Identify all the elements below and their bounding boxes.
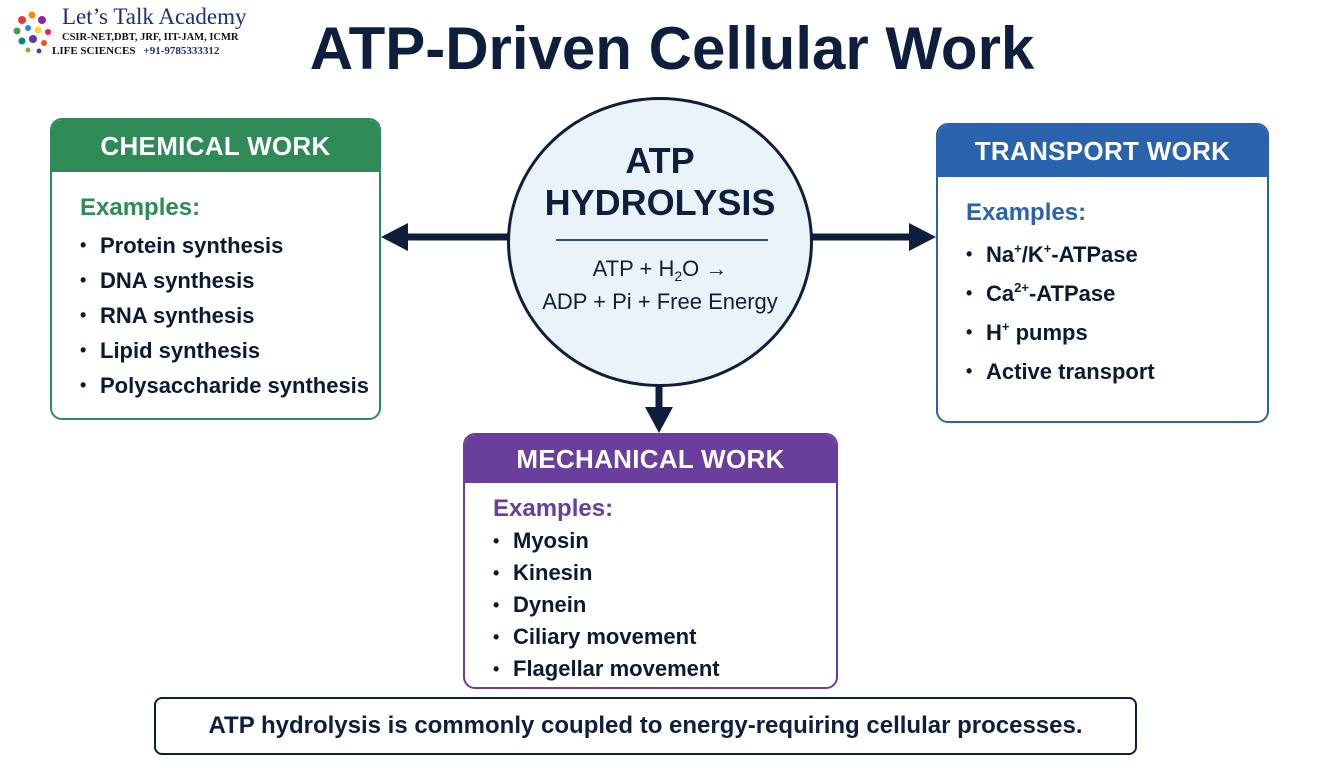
chemical-examples-label: Examples: — [80, 194, 201, 221]
logo-phone: +91-9785333312 — [143, 45, 220, 57]
circle-divider — [556, 239, 768, 241]
arrow-to-mechanical — [645, 384, 673, 433]
item-superscript: + — [1014, 241, 1022, 256]
mechanical-examples-label: Examples: — [493, 495, 614, 522]
circle-title-line2: HYDROLYSIS — [544, 182, 776, 223]
mechanical-work-card: MECHANICAL WORK Examples: Myosin Kinesin… — [463, 433, 838, 689]
list-item: DNA synthesis — [74, 263, 379, 298]
equation-reactants: ATP + H — [592, 256, 675, 281]
transport-work-card: TRANSPORT WORK Examples: Na+/K+-ATPase C… — [936, 123, 1269, 423]
chemical-work-header: CHEMICAL WORK — [52, 120, 379, 172]
item-superscript: + — [1001, 319, 1010, 334]
item-text: /K — [1021, 242, 1044, 267]
list-item: Active transport — [960, 352, 1267, 391]
equation-line2: ADP + Pi + Free Energy — [542, 289, 778, 314]
arrow-to-transport — [808, 223, 936, 251]
list-item: Ca2+-ATPase — [960, 274, 1267, 313]
equation-line1: ATP + H2O → — [510, 252, 810, 285]
atp-hydrolysis-title: ATP HYDROLYSIS — [510, 140, 810, 224]
page-title: ATP-Driven Cellular Work — [309, 15, 1035, 82]
item-text: -ATPase — [1051, 242, 1138, 267]
equation-arrow: O → — [682, 256, 728, 281]
item-text: -ATPase — [1028, 281, 1116, 306]
transport-work-header: TRANSPORT WORK — [938, 125, 1267, 177]
transport-examples-label: Examples: — [966, 199, 1087, 226]
logo-emblem-icon — [13, 11, 51, 54]
list-item: Protein synthesis — [74, 228, 379, 263]
circle-title-line1: ATP — [625, 140, 695, 181]
academy-logo: Let’s Talk Academy CSIR-NET,DBT, JRF, II… — [6, 4, 286, 60]
list-item: Lipid synthesis — [74, 333, 379, 368]
mechanical-examples-list: Myosin Kinesin Dynein Ciliary movement F… — [487, 525, 836, 685]
logo-tagline: CSIR-NET,DBT, JRF, IIT-JAM, ICMR — [62, 32, 239, 43]
chemical-work-card: CHEMICAL WORK Examples: Protein synthesi… — [50, 118, 381, 420]
logo-life-sciences: LIFE SCIENCES — [52, 45, 136, 57]
hydrolysis-equation: ATP + H2O → ADP + Pi + Free Energy — [510, 252, 810, 318]
item-text: Na — [986, 242, 1015, 267]
mechanical-work-header: MECHANICAL WORK — [465, 435, 836, 483]
item-text: H — [986, 320, 1002, 345]
list-item: Kinesin — [487, 557, 836, 589]
list-item: RNA synthesis — [74, 298, 379, 333]
item-superscript: + — [1043, 241, 1052, 256]
footer-note: ATP hydrolysis is commonly coupled to en… — [154, 697, 1137, 755]
atp-hydrolysis-circle: ATP HYDROLYSIS ATP + H2O → ADP + Pi + Fr… — [507, 97, 813, 387]
list-item: Dynein — [487, 589, 836, 621]
logo-name: Let’s Talk Academy — [62, 4, 247, 29]
list-item: Flagellar movement — [487, 653, 836, 685]
list-item: H+ pumps — [960, 313, 1267, 352]
list-item: Myosin — [487, 525, 836, 557]
logo-subline: LIFE SCIENCES +91-9785333312 — [52, 45, 219, 57]
item-text: Ca — [986, 281, 1015, 306]
item-text: Active transport — [986, 359, 1155, 384]
list-item: Na+/K+-ATPase — [960, 235, 1267, 274]
chemical-examples-list: Protein synthesis DNA synthesis RNA synt… — [74, 228, 379, 403]
list-item: Ciliary movement — [487, 621, 836, 653]
arrow-to-chemical — [381, 223, 512, 251]
water-subscript: 2 — [674, 268, 683, 284]
list-item: Polysaccharide synthesis — [74, 368, 379, 403]
transport-examples-list: Na+/K+-ATPase Ca2+-ATPase H+ pumps Activ… — [960, 235, 1267, 391]
item-text: pumps — [1009, 320, 1088, 345]
item-superscript: 2+ — [1014, 280, 1029, 295]
